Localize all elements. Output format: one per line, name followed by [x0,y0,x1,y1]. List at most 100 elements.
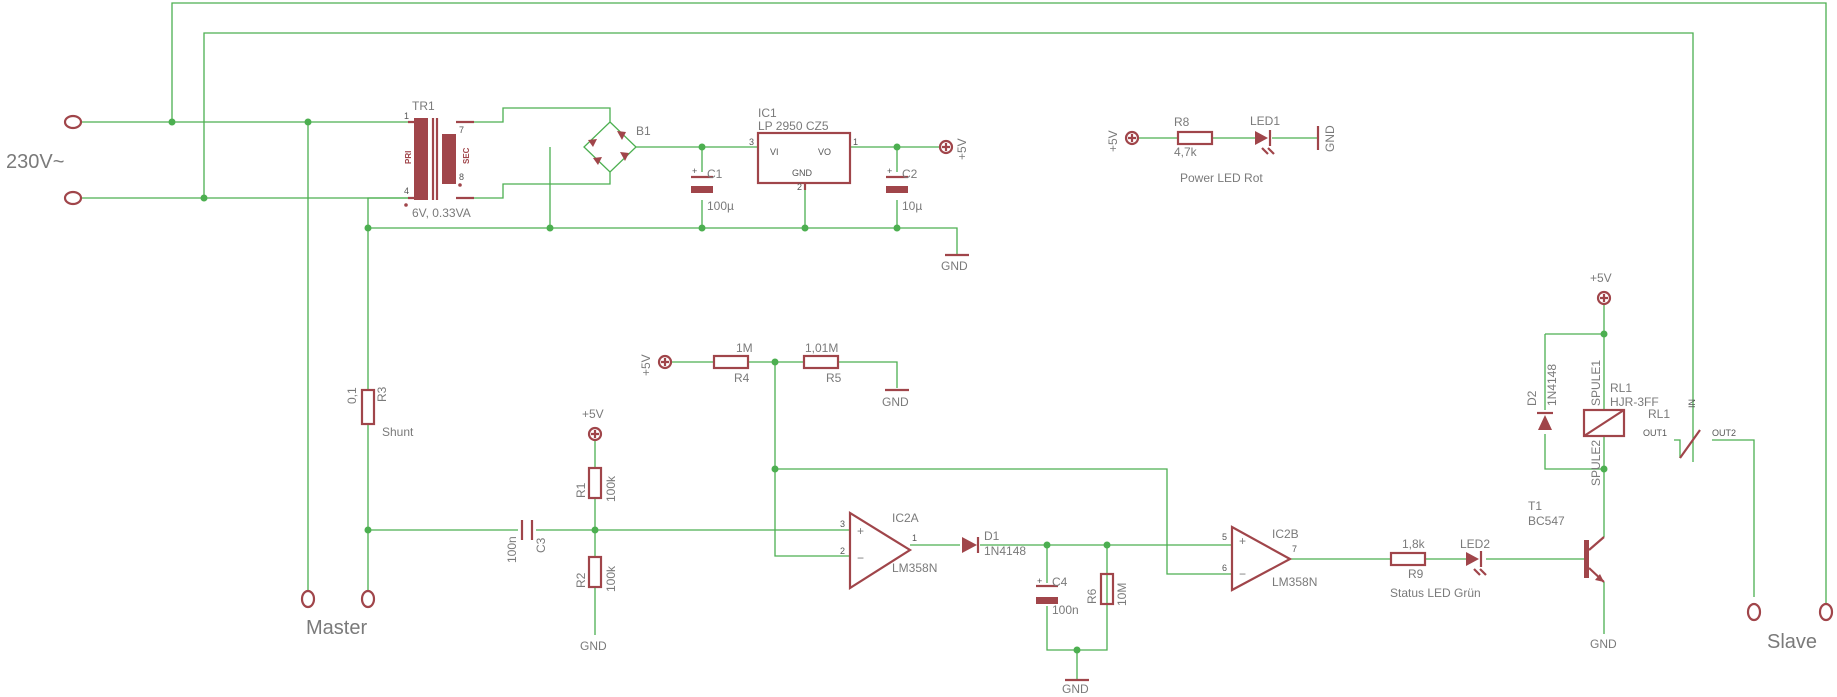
r8-value: 4,7k [1174,145,1198,159]
ic2b-value: LM358N [1272,575,1317,589]
rl1-out2: OUT2 [1712,428,1736,438]
r9-name: R9 [1408,567,1424,581]
r2-value: 100k [604,565,618,592]
svg-text:6: 6 [1222,563,1227,573]
slave-terminal-2 [1818,602,1834,622]
ground-main: GND [941,253,969,273]
d2-name: D2 [1525,390,1539,406]
led1-name: LED1 [1250,114,1280,128]
regulator-ic1: VI VO GND 3 1 2 IC1 LP 2950 CZ5 [749,106,858,192]
svg-text:−: − [1239,567,1246,581]
slave-label: Slave [1767,631,1817,653]
c1-value: 100µ [707,199,734,213]
r8-name: R8 [1174,115,1190,129]
opamp-ic2a: + − 3 2 1 IC2A LM358N [840,511,937,590]
c3-name: C3 [534,537,548,553]
ic1-name: IC1 [758,106,777,120]
r5-value: 1,01M [805,341,838,355]
svg-text:5: 5 [1222,532,1227,542]
rl1-out1: OUT1 [1643,428,1667,438]
tr1-pin4: 4 [404,186,409,196]
c4-name: C4 [1052,575,1068,589]
transistor-t1: T1 BC547 GND [1528,499,1617,651]
svg-text:+: + [1037,576,1042,586]
resistor-divider-r1-r2: +5V R1 100k R2 100k GND [574,407,618,653]
relay-contact-rl1: RL1 OUT1 OUT2 IN [1643,399,1736,459]
ic1-vi: VI [770,147,779,157]
tr1-pin1: 1 [404,111,409,121]
c2-name: C2 [902,167,918,181]
svg-text:+5V: +5V [582,407,604,421]
ic2b-name: IC2B [1272,527,1299,541]
status-led-caption: Status LED Grün [1390,586,1481,600]
tr1-sec-label: SEC [462,147,471,164]
capacitor-c1: + C1 100µ [691,166,734,213]
c1-name: C1 [707,167,723,181]
rl1-in: IN [1687,399,1697,408]
t1-name: T1 [1528,499,1542,513]
diode-d1: D1 1N4148 [962,529,1026,558]
t1-value: BC547 [1528,514,1565,528]
svg-text:−: − [857,551,864,565]
r6-value: 10M [1115,583,1129,606]
power-led-section: +5V R8 4,7k LED1 GND Power LED Rot [1106,114,1337,185]
r5-name: R5 [826,371,842,385]
resistor-r3: R3 0,1 Shunt [345,386,414,439]
slave-terminal-1 [1746,602,1762,622]
master-terminal-2 [360,589,376,609]
capacitor-c3: C3 100n [505,520,548,563]
svg-text:GND: GND [882,395,909,409]
r9-value: 1,8k [1402,537,1426,551]
supply-plus5v-ic1: +5V [938,138,969,160]
rl1-spule2: SPULE2 [1589,440,1603,486]
svg-text:+: + [692,166,697,176]
capacitor-c2: + C2 10µ [886,166,922,213]
svg-text:GND: GND [1590,637,1617,651]
status-led-section: 1,8k R9 LED2 Status LED Grün [1389,537,1490,600]
tr1-name: TR1 [412,99,435,113]
tr1-pin8: 8 [459,172,464,182]
svg-text:+5V: +5V [1106,130,1120,152]
d1-value: 1N4148 [984,544,1026,558]
ic1-vo: VO [818,147,831,157]
ground-c4-r6: GND [1062,678,1089,696]
rl1-contact-name: RL1 [1648,407,1670,421]
ic2a-name: IC2A [892,511,919,525]
svg-text:1: 1 [912,533,917,543]
led2-name: LED2 [1460,537,1490,551]
svg-text:+5V: +5V [955,138,969,160]
ic1-pin3: 3 [749,137,754,147]
svg-text:GND: GND [1062,682,1089,696]
r4-name: R4 [734,371,750,385]
diode-d2: D2 1N4148 [1525,364,1559,430]
tr1-value: 6V, 0.33VA [412,206,471,220]
master-label: Master [306,617,367,639]
r4-value: 1M [736,341,753,355]
r2-name: R2 [574,572,588,588]
svg-text:+5V: +5V [1590,271,1612,285]
ic1-value: LP 2950 CZ5 [758,119,829,133]
svg-text:GND: GND [580,639,607,653]
d2-value: 1N4148 [1545,364,1559,406]
ic1-pin2: 2 [797,182,802,192]
b1-name: B1 [636,124,651,138]
svg-text:+: + [857,524,864,538]
ic1-gnd: GND [792,168,813,178]
tr1-pin7: 7 [459,125,464,135]
r1-name: R1 [574,482,588,498]
svg-text:GND: GND [1323,125,1337,152]
ic1-pin1: 1 [853,137,858,147]
rl1-value: HJR-3FF [1610,395,1659,409]
c4-value: 100n [1052,603,1079,617]
tr1-pri-label: PRI [404,151,413,164]
r3-name: R3 [375,386,389,402]
r3-value: 0,1 [345,387,359,404]
relay-coil-rl1: +5V SPULE1 SPULE2 RL1 HJR-3FF [1582,271,1659,486]
master-terminal-1 [300,589,316,609]
r1-value: 100k [604,475,618,502]
svg-text:+5V: +5V [639,354,653,376]
mains-label: 230V~ [6,151,64,173]
transformer-tr1: 1 4 7 8 PRI SEC TR1 6V, 0.33VA [404,99,474,220]
c2-value: 10µ [902,199,922,213]
